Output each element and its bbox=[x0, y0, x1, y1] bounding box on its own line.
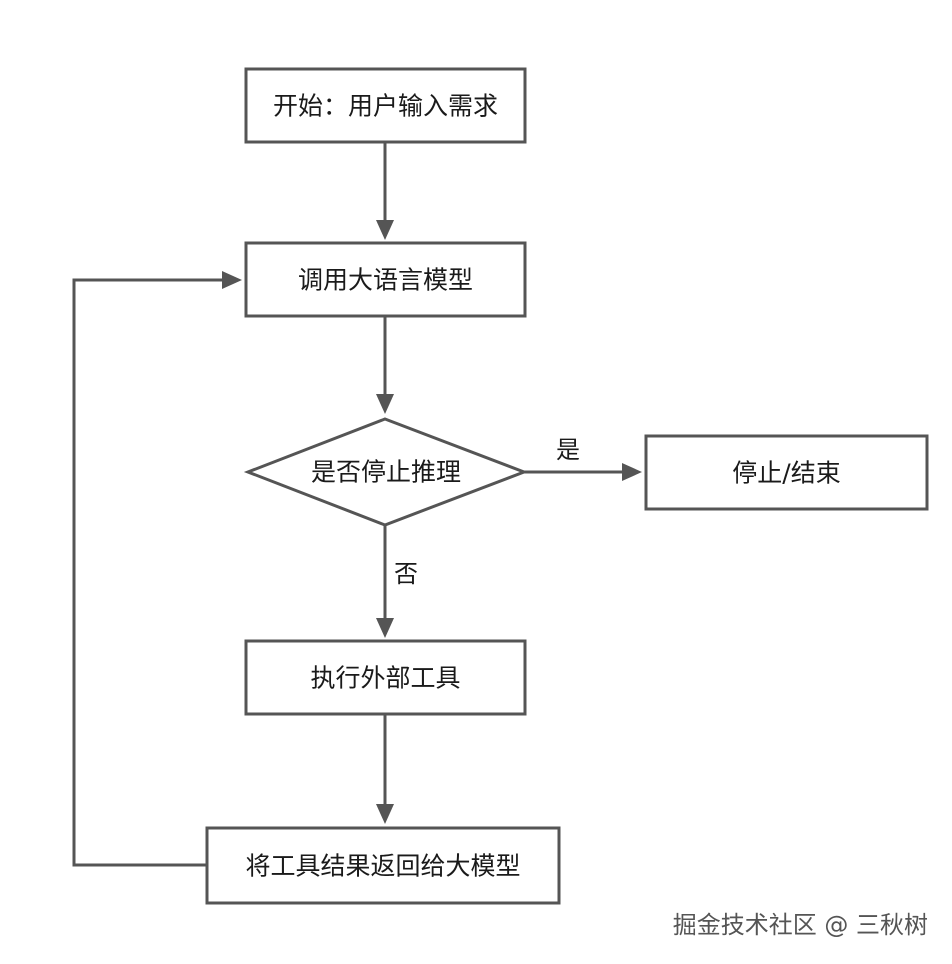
node-return-result: 将工具结果返回给大模型 bbox=[205, 826, 561, 905]
node-return-result-label: 将工具结果返回给大模型 bbox=[245, 852, 520, 881]
edge-return-to-llm bbox=[72, 271, 242, 867]
edge-execute-to-return bbox=[376, 714, 394, 824]
node-start-box bbox=[244, 67, 527, 144]
edge-start-to-llm-arrowhead bbox=[376, 220, 394, 240]
edge-decision-to-execute: 否 bbox=[376, 525, 418, 638]
edge-execute-to-return-arrowhead bbox=[376, 804, 394, 824]
node-execute-tool-label: 执行外部工具 bbox=[310, 664, 460, 693]
node-start: 开始：用户输入需求 bbox=[244, 67, 527, 144]
node-call-llm-box bbox=[244, 241, 527, 318]
node-call-llm-label: 调用大语言模型 bbox=[298, 266, 473, 295]
edge-llm-to-decision-arrowhead bbox=[376, 394, 394, 414]
node-execute-tool: 执行外部工具 bbox=[244, 639, 527, 716]
node-call-llm: 调用大语言模型 bbox=[244, 241, 527, 318]
edge-decision-to-stop: 是 bbox=[524, 436, 642, 481]
node-decision-label: 是否停止推理 bbox=[311, 458, 461, 487]
edge-llm-to-decision bbox=[376, 316, 394, 414]
node-start-label: 开始：用户输入需求 bbox=[273, 92, 498, 121]
edge-return-to-llm-line bbox=[72, 278, 224, 867]
node-stop-box bbox=[644, 434, 929, 511]
edge-no-label: 否 bbox=[394, 560, 418, 588]
edge-decision-to-execute-arrowhead bbox=[376, 618, 394, 638]
edge-return-to-llm-arrowhead bbox=[222, 271, 242, 289]
node-stop-label: 停止/结束 bbox=[732, 459, 840, 488]
edge-decision-to-stop-arrowhead bbox=[622, 463, 642, 481]
edge-start-to-llm bbox=[376, 142, 394, 240]
watermark: 掘金技术社区 @ 三秋树 bbox=[672, 911, 928, 939]
node-decision: 是否停止推理 bbox=[243, 417, 529, 527]
node-stop: 停止/结束 bbox=[644, 434, 929, 511]
edge-yes-label: 是 bbox=[556, 436, 580, 464]
node-return-result-box bbox=[205, 826, 561, 905]
